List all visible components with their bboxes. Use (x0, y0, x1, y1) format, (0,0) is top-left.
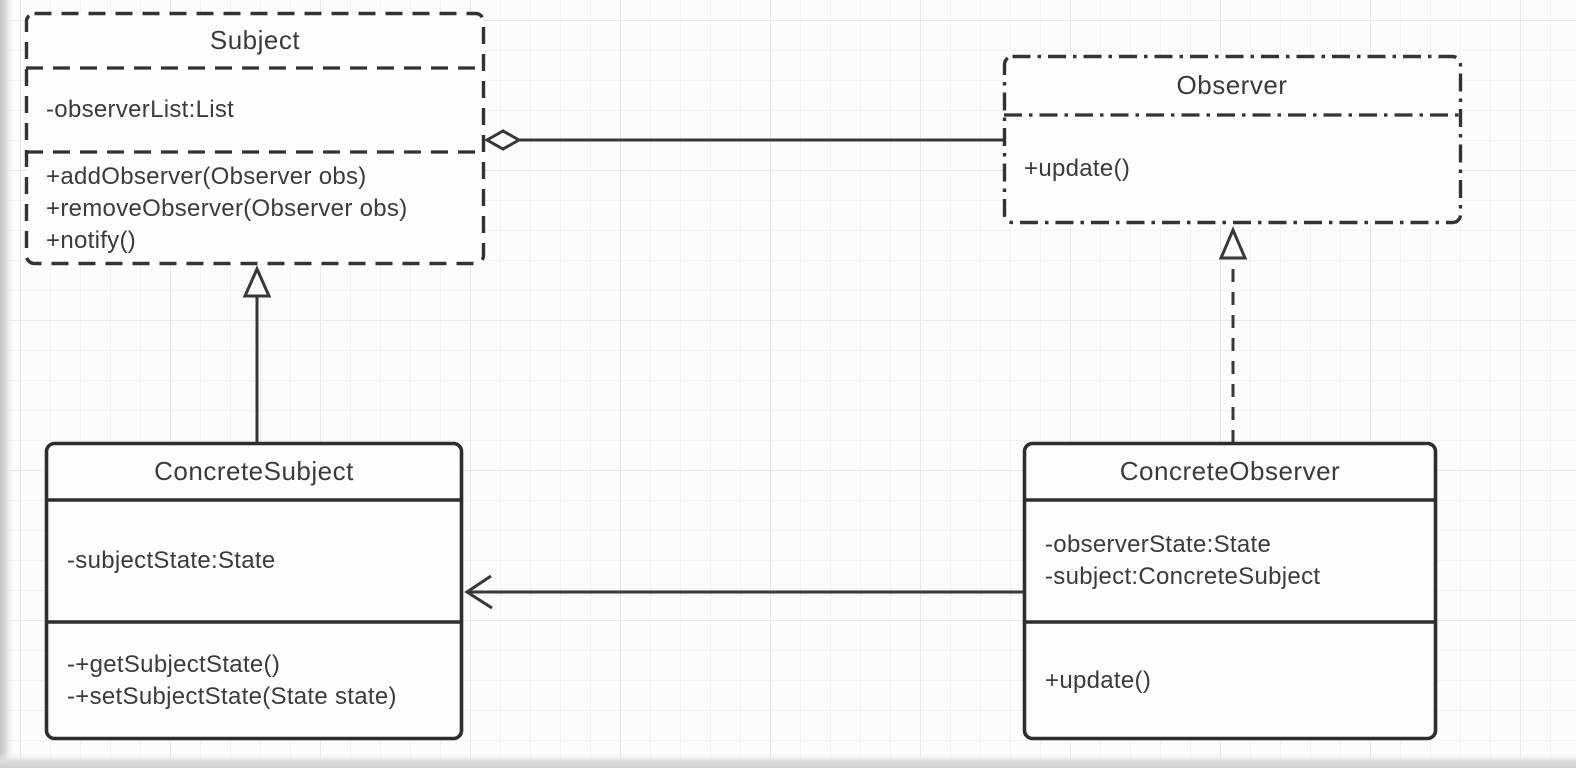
attribute-line: -subjectState:State (67, 547, 276, 574)
class-concrete-observer-attributes: -observerState:State -subject:ConcreteSu… (1024, 500, 1436, 622)
method-line: +addObserver(Observer obs) (46, 162, 367, 190)
class-concrete-observer-title: ConcreteObserver (1119, 455, 1341, 486)
method-line: +update() (1024, 155, 1131, 182)
method-line: -+setSubjectState(State state) (67, 682, 397, 710)
class-concrete-subject-attributes: -subjectState:State (46, 500, 462, 622)
class-observer-methods: +update() (1003, 115, 1461, 223)
hollow-triangle-marker (1218, 226, 1248, 260)
generalization-connector[interactable] (242, 265, 272, 443)
class-concrete-subject[interactable]: ConcreteSubject -subjectState:State -+ge… (46, 442, 462, 739)
class-observer[interactable]: Observer +update() (1003, 55, 1461, 223)
observer-box-outline (1002, 54, 1463, 225)
class-subject-title: Subject (209, 24, 301, 55)
attribute-line: -subject:ConcreteSubject (1045, 563, 1321, 590)
class-subject[interactable]: Subject -observerList:List +addObserver(… (25, 12, 485, 265)
class-subject-attributes: -observerList:List (25, 68, 485, 152)
method-line: +update() (1045, 666, 1152, 694)
attribute-line: -observerState:State (1045, 531, 1272, 558)
class-subject-methods: +addObserver(Observer obs) +removeObserv… (25, 152, 485, 265)
subject-box-outline (24, 11, 486, 266)
class-concrete-observer-methods: +update() (1024, 622, 1436, 739)
method-line: -+getSubjectState() (67, 650, 281, 678)
attribute-line: -observerList:List (46, 96, 235, 123)
aggregation-connector[interactable] (483, 129, 1004, 151)
open-arrow-marker (464, 574, 493, 610)
concrete-observer-box-outline (1022, 441, 1438, 741)
realization-connector[interactable] (1218, 226, 1248, 443)
method-line: +removeObserver(Observer obs) (46, 194, 408, 222)
class-observer-title: Observer (1176, 69, 1288, 100)
concrete-subject-box-outline (44, 441, 464, 741)
method-line: +notify() (46, 226, 137, 254)
class-concrete-subject-methods: -+getSubjectState() -+setSubjectState(St… (46, 622, 462, 739)
hollow-diamond-marker (483, 129, 523, 151)
class-concrete-observer[interactable]: ConcreteObserver -observerState:State -s… (1024, 442, 1436, 739)
hollow-triangle-marker (242, 265, 272, 298)
association-connector[interactable] (464, 574, 1024, 610)
class-concrete-subject-title: ConcreteSubject (154, 455, 354, 486)
